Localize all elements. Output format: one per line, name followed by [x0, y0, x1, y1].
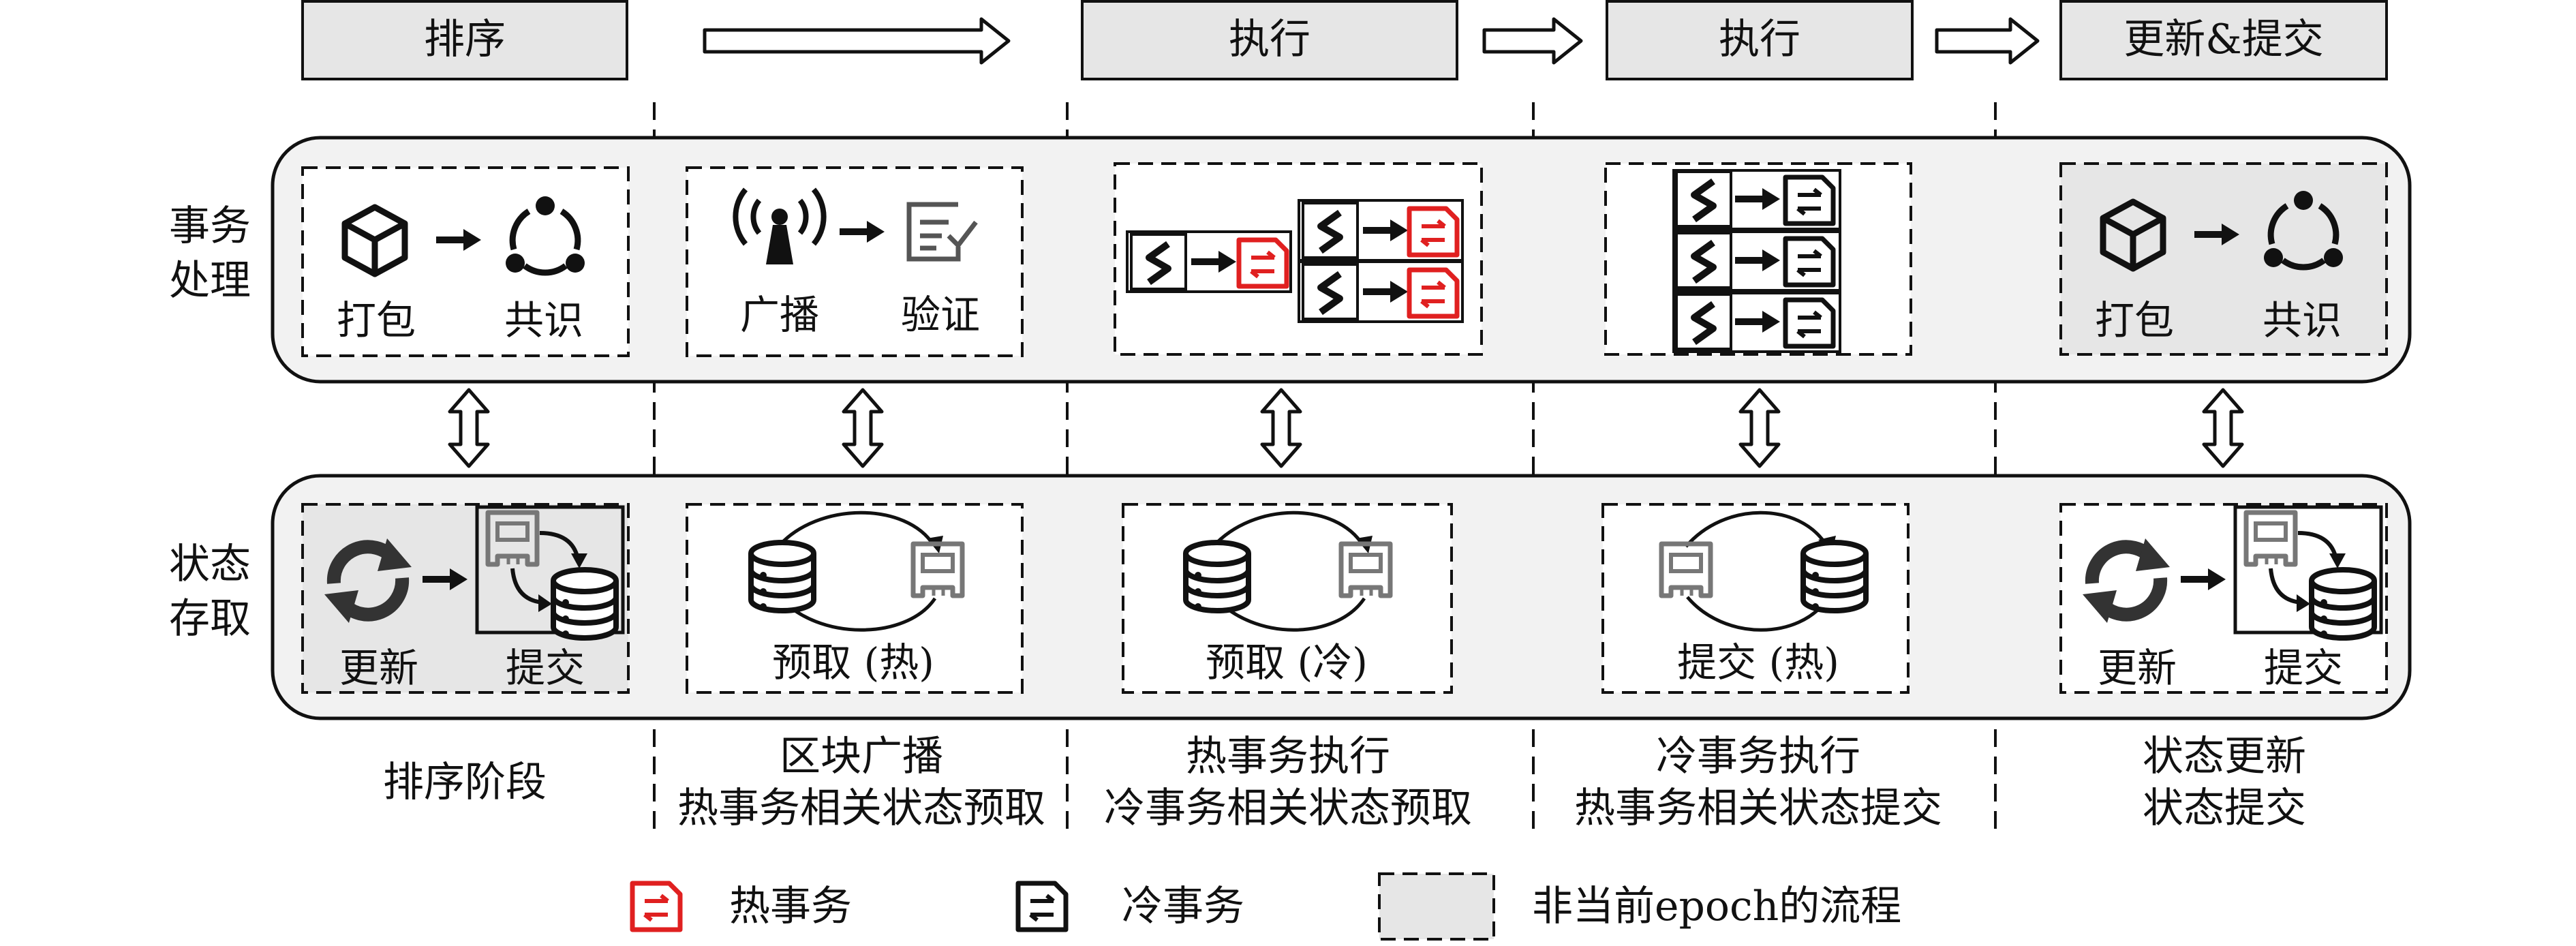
update-label: 更新	[339, 645, 418, 691]
legend-cold-label: 冷事务	[1122, 883, 1244, 930]
contract-icon	[1131, 234, 1186, 289]
database-icon	[751, 543, 814, 611]
header-stage-exec-2-label: 执行	[1719, 16, 1800, 63]
legend-hot-label: 热事务	[729, 883, 852, 930]
header-stage-sort: 排序	[301, 0, 628, 80]
header-arrow-3	[1935, 17, 2040, 65]
state-box-sort: 更新 提交	[301, 503, 630, 694]
prefetch-cold-label: 预取 (冷)	[1206, 639, 1368, 686]
phase-2-line-2: 热事务相关状态预取	[677, 784, 1045, 832]
cold-tx-icon	[1785, 177, 1833, 224]
tx-box-sort: 打包 共识	[301, 166, 630, 357]
commit-label-2: 提交	[2264, 645, 2343, 691]
commit-hot-label: 提交 (热)	[1677, 639, 1839, 686]
contract-icon	[1676, 172, 1731, 226]
database-icon	[553, 570, 616, 638]
cold-tx-icon	[1785, 300, 1833, 346]
legend: 热事务 冷事务 非当前epoch的流程	[632, 872, 1901, 941]
header-stage-update-commit-label: 更新&提交	[2123, 16, 2323, 63]
double-arrow-icon	[1741, 390, 1779, 466]
row-label-tx-line-1: 事务	[169, 202, 251, 250]
phase-4-line-1: 冷事务执行	[1656, 733, 1860, 780]
header-arrow-2	[1482, 17, 1583, 65]
tx-box-broadcast: 广播 验证	[686, 166, 1024, 357]
row-label-state-line-2: 存取	[169, 595, 251, 643]
state-box-prefetch-hot: 预取 (热)	[686, 503, 1024, 694]
tx-box-hot-exec	[1114, 162, 1483, 356]
hot-tx-icon	[1409, 209, 1457, 255]
double-arrow-icon	[844, 390, 882, 466]
contract-icon	[1303, 203, 1358, 258]
hot-tx-legend-icon	[632, 883, 680, 930]
contract-icon	[1676, 233, 1731, 288]
double-arrow-icon	[450, 390, 488, 466]
header-stage-exec-1: 执行	[1081, 0, 1458, 80]
header-stage-exec-1-label: 执行	[1229, 16, 1310, 63]
phase-2-line-1: 区块广播	[780, 733, 943, 780]
hot-tx-icon	[1409, 270, 1457, 316]
double-arrow-icon	[1262, 390, 1300, 466]
cold-tx-legend-icon	[1018, 883, 1066, 930]
row-label-state-line-1: 状态	[169, 540, 251, 588]
state-box-prefetch-cold: 预取 (冷)	[1122, 503, 1453, 694]
state-box-commit-hot: 提交 (热)	[1601, 503, 1910, 694]
tx-box-cold-exec	[1604, 162, 1912, 356]
database-icon	[1803, 543, 1866, 611]
phase-3-line-1: 热事务执行	[1186, 733, 1390, 780]
phase-3-line-2: 冷事务相关状态预取	[1104, 784, 1472, 832]
contract-icon	[1303, 264, 1358, 319]
header-stage-exec-2: 执行	[1606, 0, 1914, 80]
double-arrow-icon	[2204, 390, 2242, 466]
hot-tx-icon	[1239, 240, 1287, 286]
prefetch-hot-label: 预取 (热)	[772, 639, 934, 686]
database-icon	[1186, 543, 1248, 611]
commit-label: 提交	[506, 645, 585, 691]
state-box-update-commit: 更新 提交	[2059, 503, 2388, 694]
database-icon	[2312, 570, 2374, 638]
update-label-2: 更新	[2098, 645, 2177, 691]
pack-label: 打包	[337, 297, 416, 344]
row-label-tx-line-2: 处理	[169, 257, 251, 305]
broadcast-label: 广播	[740, 292, 819, 338]
header-stage-update-commit: 更新&提交	[2059, 0, 2388, 80]
tx-box-next-epoch: 打包 共识	[2059, 162, 2388, 356]
header-stage-sort-label: 排序	[424, 16, 506, 63]
phase-1-label: 排序阶段	[383, 759, 547, 806]
legend-non-epoch-label: 非当前epoch的流程	[1532, 883, 1901, 930]
non-epoch-legend-swatch	[1378, 872, 1495, 941]
phase-5-line-1: 状态更新	[2143, 733, 2306, 780]
phase-4-line-2: 热事务相关状态提交	[1574, 784, 1942, 832]
pack-label-2: 打包	[2095, 297, 2174, 344]
header-arrow-1	[703, 17, 1011, 65]
cold-tx-icon	[1785, 239, 1833, 285]
contract-icon	[1676, 294, 1731, 349]
consensus-label: 共识	[504, 297, 583, 344]
phase-5-line-2: 状态提交	[2143, 784, 2306, 832]
consensus-label-2: 共识	[2263, 297, 2342, 344]
verify-label: 验证	[901, 292, 980, 338]
